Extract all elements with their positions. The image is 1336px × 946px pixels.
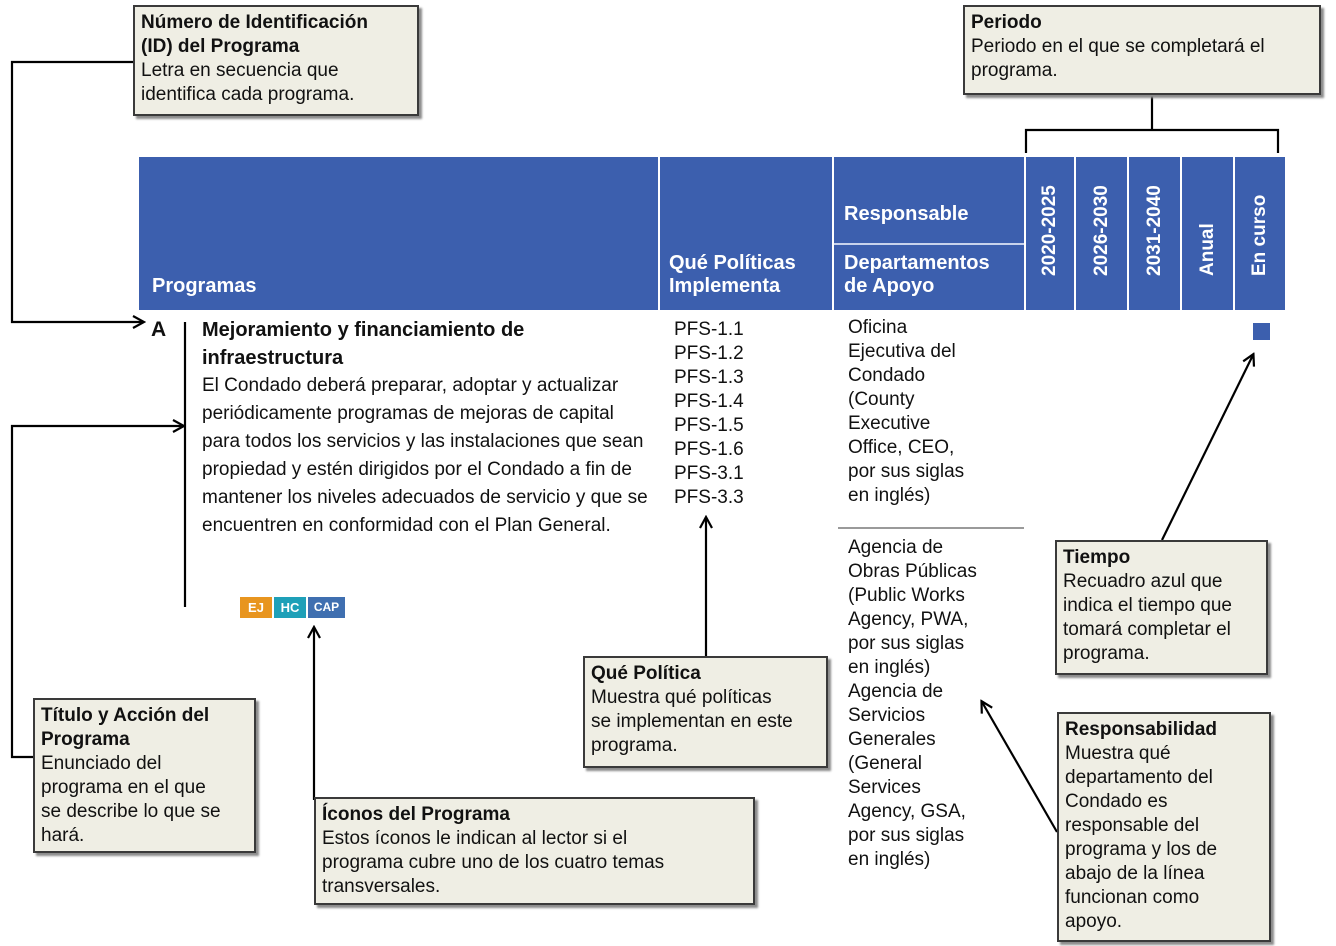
policy-item: PFS-1.1 (674, 319, 744, 340)
callout-iconos-body: Estos íconos le indican al lector si el … (322, 828, 665, 897)
id-connector (10, 60, 143, 322)
header-programas: Programas (139, 157, 658, 310)
header-programas-label: Programas (152, 275, 257, 297)
callout-tiempo-title: Tiempo (1063, 547, 1131, 568)
period-label: Anual (1196, 223, 1218, 276)
policy-item: PFS-1.2 (674, 343, 744, 364)
program-description: El Condado deberá preparar, adoptar y ac… (202, 375, 648, 536)
policy-list: PFS-1.1 PFS-1.2 PFS-1.3 PFS-1.4 PFS-1.5 … (674, 318, 744, 510)
policy-item: PFS-1.3 (674, 367, 744, 388)
header-period-en-curso: En curso (1235, 157, 1285, 310)
cap-icon: CAP (308, 597, 345, 618)
header-politicas: Qué Políticas Implementa (660, 157, 832, 310)
callout-tiempo-body: Recuadro azul que indica el tiempo que t… (1063, 571, 1232, 664)
program-title: Mejoramiento y financiamiento de infraes… (202, 319, 525, 369)
policy-item: PFS-1.5 (674, 415, 744, 436)
header-period-2031-2040: 2031-2040 (1129, 157, 1180, 310)
callout-responsabilidad-title: Responsabilidad (1065, 719, 1218, 740)
callout-tiempo: Tiempo Recuadro azul que indica el tiemp… (1055, 540, 1268, 675)
responsibility-connector (982, 702, 1058, 833)
policy-item: PFS-1.4 (674, 391, 744, 412)
callout-periodo-title: Periodo (971, 12, 1042, 33)
time-marker-square (1253, 323, 1270, 340)
header-politicas-label: Qué Políticas Implementa (669, 252, 796, 297)
callout-politica: Qué Política Muestra qué políticas se im… (583, 656, 828, 768)
policy-item: PFS-3.1 (674, 463, 744, 484)
callout-titulo-body: Enunciado del programa en el que se desc… (41, 753, 221, 846)
header-responsable-label: Responsable (844, 203, 969, 225)
callout-titulo: Título y Acción del Programa Enunciado d… (33, 698, 256, 853)
callout-id: Número de Identificación (ID) del Progra… (133, 5, 419, 116)
callout-iconos-title: Íconos del Programa (322, 804, 510, 825)
callout-periodo-body: Periodo en el que se completará el progr… (971, 36, 1265, 81)
header-responsable-divider (834, 243, 1024, 245)
period-label: 2031-2040 (1143, 185, 1165, 276)
callout-politica-title: Qué Política (591, 663, 701, 684)
callout-id-body: Letra en secuencia que identifica cada p… (141, 60, 355, 105)
header-responsable: Responsable Departamentos de Apoyo (834, 157, 1024, 310)
callout-responsabilidad-body: Muestra qué departamento del Condado es … (1065, 743, 1218, 932)
period-label: 2020-2025 (1039, 185, 1060, 276)
callout-periodo: Periodo Periodo en el que se completará … (963, 5, 1321, 95)
policy-item: PFS-3.3 (674, 487, 744, 508)
callout-iconos: Íconos del Programa Estos íconos le indi… (314, 797, 755, 905)
ej-icon: EJ (240, 597, 272, 618)
period-bracket (1024, 96, 1280, 153)
program-id: A (151, 318, 167, 341)
callout-responsabilidad: Responsabilidad Muestra qué departamento… (1057, 712, 1271, 942)
period-label: En curso (1249, 194, 1270, 276)
header-period-2020-2025: 2020-2025 (1026, 157, 1074, 310)
header-departamentos-label: Departamentos de Apoyo (844, 252, 990, 297)
responsible-department: Oficina Ejecutiva del Condado (County Ex… (848, 317, 965, 506)
time-connector (1161, 355, 1253, 541)
title-connector (10, 426, 183, 759)
header-period-2026-2030: 2026-2030 (1076, 157, 1127, 310)
policy-item: PFS-1.6 (674, 439, 744, 460)
support-departments: Agencia de Obras Públicas (Public Works … (848, 537, 977, 870)
callout-id-title: Número de Identificación (ID) del Progra… (141, 12, 368, 57)
header-period-anual: Anual (1182, 157, 1233, 310)
callout-politica-body: Muestra qué políticas se implementan en … (591, 687, 793, 756)
callout-titulo-title: Título y Acción del Programa (41, 705, 210, 750)
hc-icon: HC (274, 597, 306, 618)
period-label: 2026-2030 (1090, 185, 1112, 276)
